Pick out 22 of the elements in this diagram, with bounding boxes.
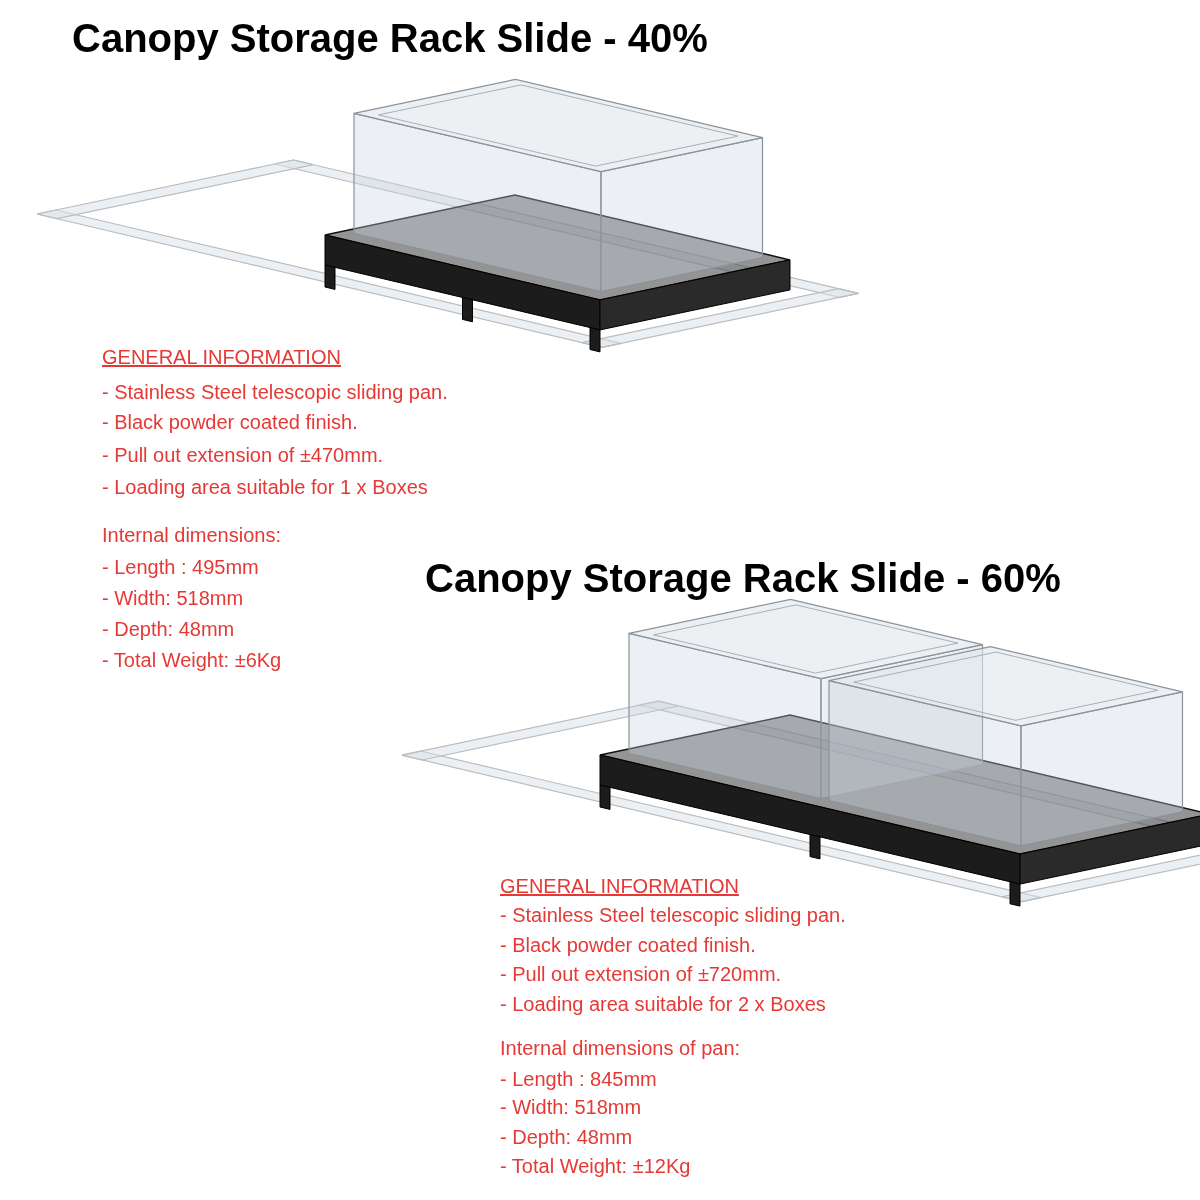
spec-item: - Total Weight: ±12Kg bbox=[500, 1155, 691, 1177]
spec-item: - Pull out extension of ±720mm. bbox=[500, 963, 782, 985]
spec-item: - Width: 518mm bbox=[500, 1096, 642, 1118]
heading: Canopy Storage Rack Slide - 40% bbox=[72, 16, 708, 60]
section-heading: GENERAL INFORMATION bbox=[102, 346, 341, 368]
subheading: Internal dimensions of pan: bbox=[500, 1037, 741, 1059]
section-heading: GENERAL INFORMATION bbox=[500, 875, 739, 897]
spec-item: - Stainless Steel telescopic sliding pan. bbox=[500, 904, 846, 926]
spec-item: - Loading area suitable for 1 x Boxes bbox=[102, 476, 428, 498]
heading: Canopy Storage Rack Slide - 60% bbox=[425, 556, 1061, 600]
spec-item: - Length : 495mm bbox=[102, 556, 259, 578]
spec-item: - Length : 845mm bbox=[500, 1068, 657, 1090]
subheading: Internal dimensions: bbox=[102, 524, 281, 546]
spec-item: - Stainless Steel telescopic sliding pan. bbox=[102, 381, 448, 403]
spec-item: - Depth: 48mm bbox=[500, 1126, 633, 1148]
spec-item: - Black powder coated finish. bbox=[102, 411, 358, 433]
spec-item: - Depth: 48mm bbox=[102, 618, 235, 640]
spec-item: - Loading area suitable for 2 x Boxes bbox=[500, 993, 826, 1015]
spec-item: - Black powder coated finish. bbox=[500, 934, 756, 956]
spec-item: - Total Weight: ±6Kg bbox=[102, 649, 282, 671]
spec-item: - Pull out extension of ±470mm. bbox=[102, 444, 384, 466]
spec-item: - Width: 518mm bbox=[102, 587, 244, 609]
